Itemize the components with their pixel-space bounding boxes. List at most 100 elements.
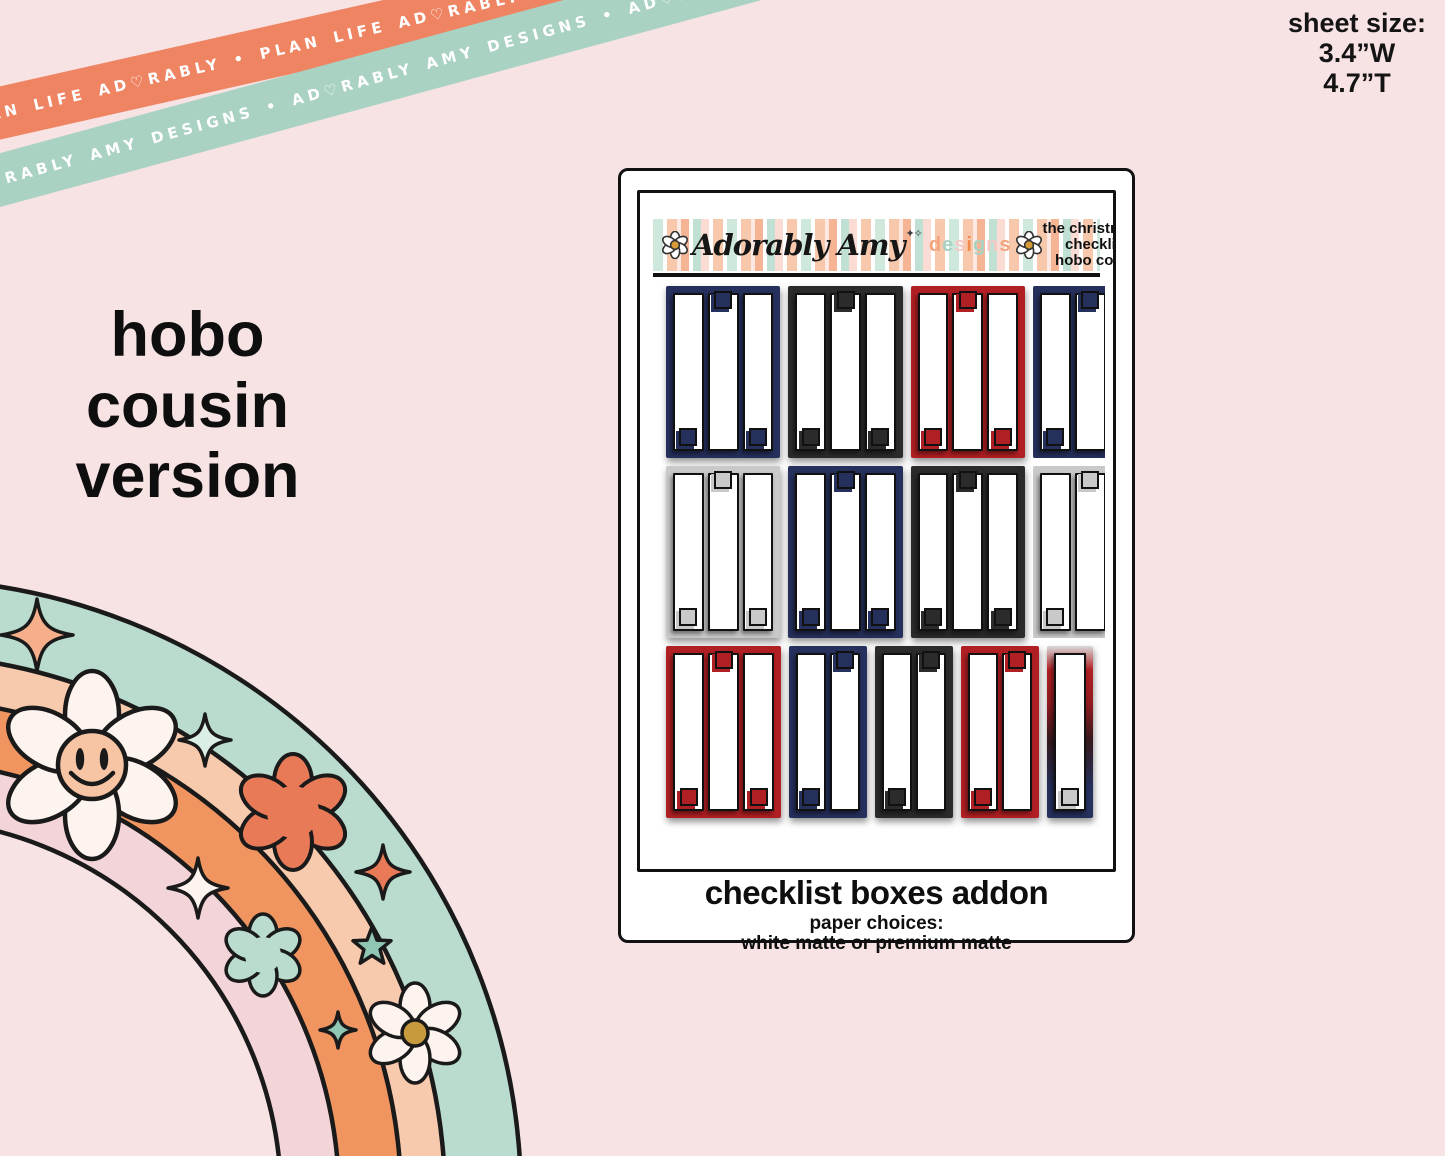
checklist-strip <box>707 470 739 631</box>
logo-designs-letter: s <box>999 233 1012 256</box>
footer-title: checklist boxes addon <box>704 874 1049 911</box>
clipped-sticker-wrapper <box>1032 285 1105 458</box>
checkbox-square <box>679 607 698 626</box>
rainbow-arcs <box>0 584 522 1156</box>
sticker-sheet-card: Adorably Amy ✦✧ designs <box>618 168 1135 953</box>
checklist-strip <box>864 472 896 631</box>
checklist-box-sticker-navy <box>666 285 781 458</box>
checklist-box-sticker-black <box>910 465 1025 638</box>
checklist-box-sticker-silver <box>666 465 781 638</box>
sticker-sheet-header: Adorably Amy ✦✧ designs <box>653 219 1113 271</box>
checkbox-square <box>801 607 820 626</box>
logo-designs-letter: n <box>986 233 1000 256</box>
checkbox-square <box>801 427 820 446</box>
checklist-box-sticker-red <box>910 285 1025 458</box>
logo-designs-letter: e <box>942 233 955 256</box>
checkbox-square <box>1081 470 1100 489</box>
checklist-strip <box>1054 652 1086 811</box>
version-label-line: hobo <box>110 300 265 370</box>
sheet-title-block: the christmas train checklist boxes hobo… <box>1042 219 1116 270</box>
checklist-strip <box>882 652 912 811</box>
checklist-strip <box>796 652 826 811</box>
checklist-strip <box>968 652 998 811</box>
sticker-row <box>666 285 1105 458</box>
checklist-box-sticker-black <box>875 645 953 818</box>
checkbox-square <box>958 470 977 489</box>
checkbox-square <box>802 787 820 806</box>
checklist-strip <box>742 292 774 451</box>
brand-script-text: Adorably Amy <box>692 228 905 262</box>
logo-designs: designs <box>929 234 1012 257</box>
sheet-title-line: checklist boxes <box>1064 235 1116 253</box>
checkbox-square <box>679 787 698 806</box>
footer-paper-choices-label: paper choices: <box>809 912 944 934</box>
checklist-strip <box>987 472 1018 631</box>
checklist-box-sticker-navy <box>789 645 867 818</box>
checkbox-square <box>993 607 1012 626</box>
checkbox-square <box>1061 787 1079 806</box>
checklist-strip <box>864 292 896 451</box>
checkbox-square <box>836 650 854 669</box>
checkbox-square <box>924 607 943 626</box>
mint-flower-icon <box>224 912 302 998</box>
checkbox-square <box>748 427 767 446</box>
version-label: hobo cousin version <box>30 300 345 512</box>
brand-logo: Adorably Amy ✦✧ designs <box>661 226 1043 262</box>
checklist-strip <box>743 652 774 811</box>
checkbox-square <box>714 650 733 669</box>
checkbox-square <box>871 427 890 446</box>
sheet-size-width: 3.4”W <box>1318 38 1396 69</box>
checkbox-square <box>993 427 1012 446</box>
checklist-strip <box>673 292 704 451</box>
sticker-row <box>666 645 1105 818</box>
checklist-strip <box>952 470 984 631</box>
checklist-box-sticker-red <box>961 645 1039 818</box>
checklist-strip <box>952 290 984 451</box>
sparkle-icon: ✦✧ <box>905 226 922 240</box>
checklist-strip <box>830 290 861 451</box>
checkbox-square <box>714 470 733 489</box>
checklist-box-sticker-navy <box>788 465 903 638</box>
checklist-strip <box>1074 290 1105 451</box>
version-label-line: cousin <box>85 370 290 441</box>
checkbox-square <box>924 427 943 446</box>
sticker-sheet: Adorably Amy ✦✧ designs <box>637 190 1116 872</box>
coral-flower-icon <box>238 752 348 872</box>
checklist-strip <box>673 652 704 811</box>
logo-designs-letter: i <box>966 233 973 256</box>
sheet-size-label: sheet size: <box>1287 8 1427 38</box>
checkbox-square <box>1046 427 1065 446</box>
checkbox-square <box>1008 650 1026 669</box>
footer-paper-choices-options: white matte or premium matte <box>741 932 1012 954</box>
checkbox-square <box>836 290 855 309</box>
checklist-strip <box>1039 292 1071 451</box>
daisy-icon <box>662 231 688 259</box>
checklist-strip <box>707 290 739 451</box>
sheet-title-line: the christmas train <box>1042 219 1114 237</box>
sheet-title-line: hobo cousin size <box>1055 252 1114 270</box>
checklist-strip <box>987 292 1018 451</box>
checkbox-square <box>679 427 698 446</box>
clipped-sticker-wrapper <box>1032 465 1105 638</box>
checkbox-square <box>888 787 906 806</box>
checklist-strip <box>742 472 774 631</box>
checklist-strip <box>1002 650 1032 811</box>
checklist-strip <box>830 650 860 811</box>
sheet-size-note: sheet size: 3.4”W 4.7”T <box>1272 8 1442 99</box>
checklist-strip <box>1074 470 1105 631</box>
checklist-box-sticker-red <box>666 645 781 818</box>
logo-designs-letter: d <box>928 233 943 256</box>
rainbow-illustration <box>0 556 522 1156</box>
sticker-row <box>666 465 1105 638</box>
version-label-line: version <box>75 441 300 512</box>
checklist-strip <box>830 470 861 631</box>
checkbox-square <box>749 787 768 806</box>
logo-designs-letter: s <box>954 233 967 256</box>
checklist-strip <box>795 472 827 631</box>
checkbox-square <box>1081 290 1100 309</box>
logo-designs-letter: g <box>972 233 987 256</box>
checkbox-square <box>714 290 733 309</box>
sheet-footer: checklist boxes addon paper choices: whi… <box>621 874 1132 954</box>
checkbox-square <box>922 650 940 669</box>
